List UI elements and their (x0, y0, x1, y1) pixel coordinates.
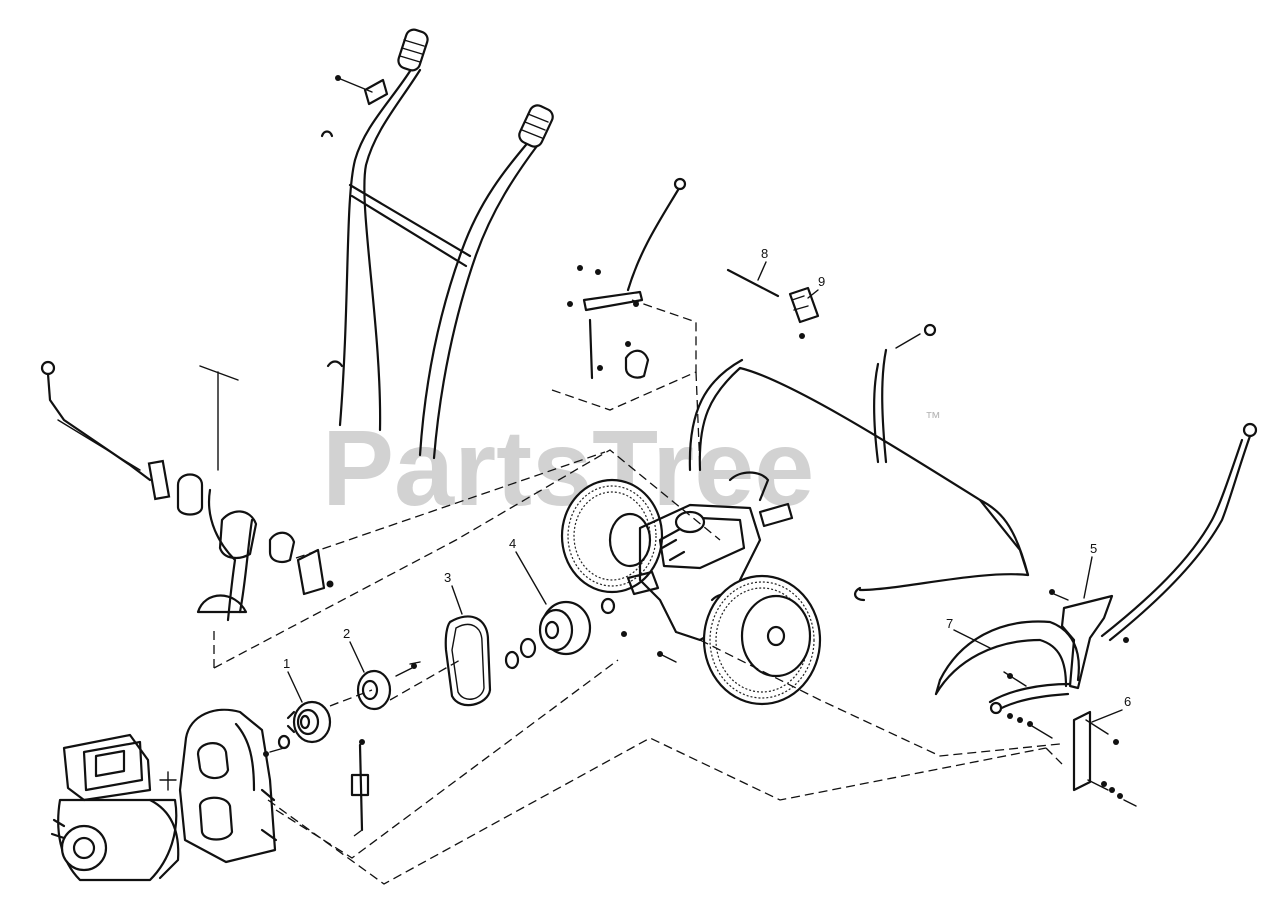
callout-4: 4 (509, 536, 516, 551)
callout-2: 2 (343, 626, 350, 641)
drive-belt[interactable] (444, 615, 492, 707)
transmission[interactable] (621, 471, 794, 663)
transmission-pulley[interactable] (504, 597, 616, 670)
callout-9: 9 (818, 274, 825, 289)
engine[interactable] (50, 733, 180, 882)
tine-shield[interactable] (688, 323, 1030, 602)
throttle-rod[interactable] (263, 734, 370, 832)
callout-5: 5 (1090, 541, 1097, 556)
callout-7: 7 (946, 616, 953, 631)
callout-labels: 1 2 3 4 5 6 7 8 9 (283, 246, 1131, 723)
hitch-plate[interactable] (1007, 710, 1137, 807)
control-rod-assembly[interactable] (40, 360, 334, 622)
shift-linkage[interactable] (567, 177, 687, 380)
depth-bar[interactable] (726, 268, 820, 339)
engine-pulley[interactable] (286, 700, 332, 744)
idler-pulley[interactable] (356, 661, 421, 711)
callout-8: 8 (761, 246, 768, 261)
leader-lines (213, 299, 1063, 885)
drag-bar-assembly[interactable] (934, 422, 1258, 715)
engine-mount-housing[interactable] (178, 708, 278, 864)
callout-3: 3 (444, 570, 451, 585)
callout-6: 6 (1124, 694, 1131, 709)
front-wheel[interactable] (702, 574, 822, 706)
handlebar-assembly[interactable] (320, 28, 555, 460)
watermark-trademark: ™ (925, 410, 941, 427)
rear-wheel[interactable] (560, 478, 664, 594)
callout-1: 1 (283, 656, 290, 671)
